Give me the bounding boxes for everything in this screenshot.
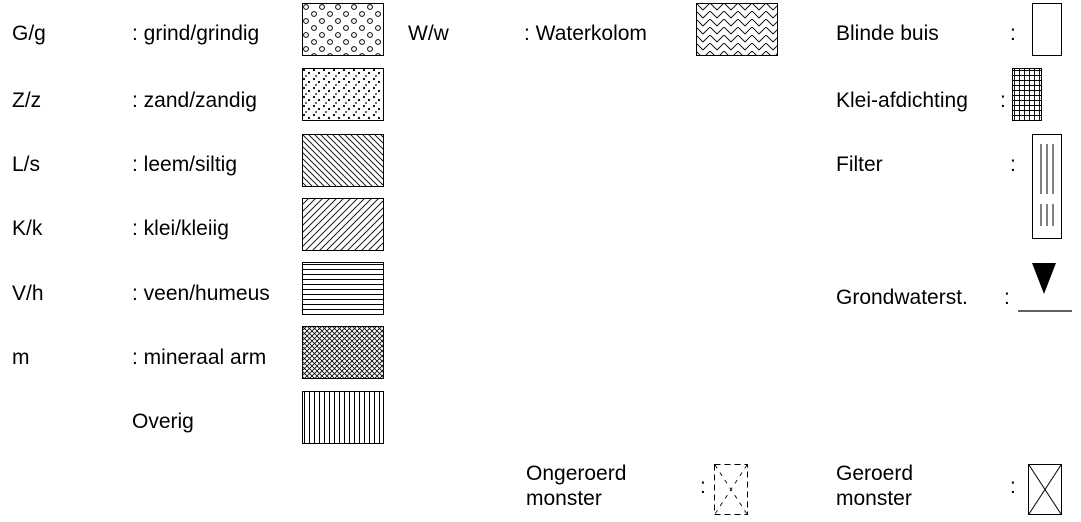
label-undisturbed-line1: Ongeroerd xyxy=(526,462,627,485)
dense-back-hatch-icon xyxy=(302,134,384,187)
label-loam: : leem/siltig xyxy=(132,153,238,176)
label-peat: : veen/humeus xyxy=(132,282,270,305)
label-other: Overig xyxy=(132,410,194,433)
circles-icon xyxy=(302,3,384,56)
label-water: : Waterkolom xyxy=(524,22,647,45)
blank-pipe-icon xyxy=(1032,3,1062,56)
dots-icon xyxy=(302,68,384,121)
colon-disturbed: : xyxy=(1010,475,1016,498)
label-clay-seal: Klei-afdichting xyxy=(836,89,968,112)
undisturbed-sample-icon xyxy=(714,464,748,515)
label-disturbed-line2: monster xyxy=(836,487,912,510)
grid-icon xyxy=(1012,68,1042,121)
label-gravel: : grind/grindig xyxy=(132,22,260,45)
label-blind-pipe: Blinde buis xyxy=(836,22,939,45)
code-peat: V/h xyxy=(12,282,44,305)
code-loam: L/s xyxy=(12,153,41,176)
label-undisturbed-line2: monster xyxy=(526,487,602,510)
disturbed-sample-icon xyxy=(1028,464,1062,515)
label-groundwater: Grondwaterst. xyxy=(836,286,968,309)
colon-groundwater: : xyxy=(1004,286,1010,309)
label-sand: : zand/zandig xyxy=(132,89,257,112)
crosshatch-icon xyxy=(302,326,384,379)
code-sand: Z/z xyxy=(12,89,42,112)
colon-undisturbed: : xyxy=(700,475,706,498)
label-clay: : klei/kleiig xyxy=(132,217,229,240)
colon-blind-pipe: : xyxy=(1010,22,1016,45)
colon-filter: : xyxy=(1010,153,1016,176)
horizontal-lines-icon xyxy=(302,262,384,315)
code-gravel: G/g xyxy=(12,22,46,45)
code-water: W/w xyxy=(408,22,449,45)
colon-clay-seal: : xyxy=(1000,89,1006,112)
code-mineral-poor: m xyxy=(12,346,30,369)
vertical-lines-icon xyxy=(302,391,384,444)
forward-hatch-icon xyxy=(302,198,384,251)
label-disturbed-line1: Geroerd xyxy=(836,462,914,485)
groundwater-triangle-icon xyxy=(1018,263,1072,312)
code-clay: K/k xyxy=(12,217,43,240)
label-filter: Filter xyxy=(836,153,883,176)
zigzag-icon xyxy=(696,3,778,56)
filter-pipe-icon xyxy=(1032,134,1062,239)
label-mineral-poor: : mineraal arm xyxy=(132,346,267,369)
